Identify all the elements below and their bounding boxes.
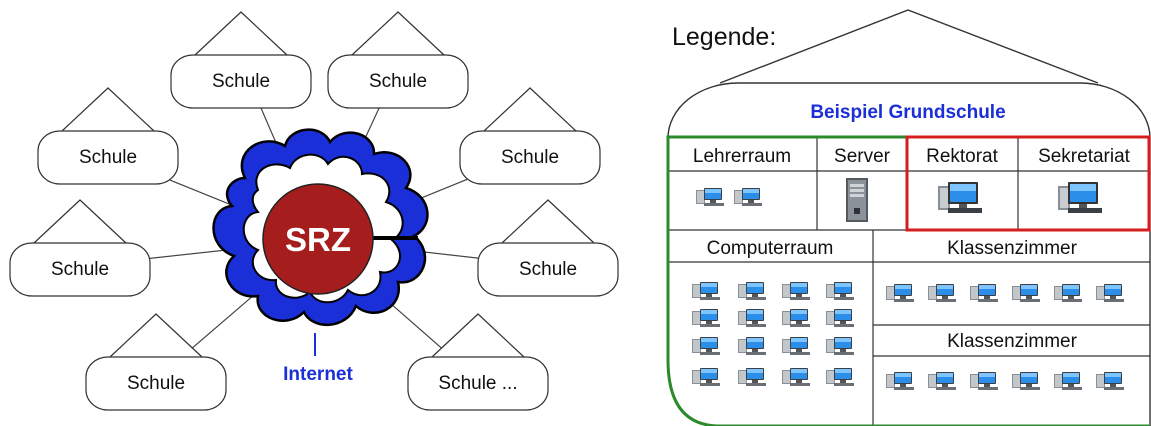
- pc-icon-office: [1058, 182, 1102, 213]
- school-node-1: Schule: [170, 11, 312, 109]
- pc-icon-principal: [938, 182, 982, 213]
- red-zone-border: [905, 135, 1151, 232]
- school-label: Schule: [369, 71, 427, 92]
- school-label: Schule: [79, 147, 137, 168]
- school-node-6: Schule: [477, 199, 619, 297]
- legend-title: Legende:: [672, 23, 776, 51]
- room-label-classroom-1: Klassenzimmer: [947, 238, 1078, 259]
- network-diagram: Schule Schule Schule Schule Schule Schul…: [9, 11, 619, 411]
- school-label: Schule: [212, 71, 270, 92]
- server-icon: [846, 178, 868, 222]
- school-node-4: Schule: [459, 87, 601, 185]
- school-label: Schule: [519, 259, 577, 280]
- internet-label: Internet: [283, 364, 353, 385]
- school-label: Schule: [51, 259, 109, 280]
- room-label-office: Sekretariat: [1038, 146, 1131, 167]
- building-title: Beispiel Grundschule: [810, 102, 1005, 123]
- srz-label: SRZ: [285, 221, 351, 258]
- school-node-8: Schule ...: [407, 313, 549, 411]
- room-label-teachers: Lehrerraum: [693, 146, 791, 167]
- school-node-7: Schule: [85, 313, 227, 411]
- room-label-principal: Rektorat: [926, 146, 999, 167]
- building-roof: [719, 9, 1099, 84]
- school-label: Schule: [127, 373, 185, 394]
- legend: Legende: Beispiel Grundschule Lehrerraum…: [666, 9, 1151, 426]
- school-node-5: Schule: [9, 199, 151, 297]
- school-label: Schule: [501, 147, 559, 168]
- school-label: Schule ...: [438, 373, 517, 394]
- srz-node: [262, 183, 374, 295]
- school-node-3: Schule: [37, 87, 179, 185]
- pc-icon: [734, 188, 762, 206]
- room-label-server: Server: [834, 146, 891, 167]
- pc-icon: [696, 188, 724, 206]
- school-node-2: Schule: [327, 11, 469, 109]
- room-label-computer-room: Computerraum: [707, 238, 834, 259]
- room-label-classroom-2: Klassenzimmer: [947, 331, 1078, 352]
